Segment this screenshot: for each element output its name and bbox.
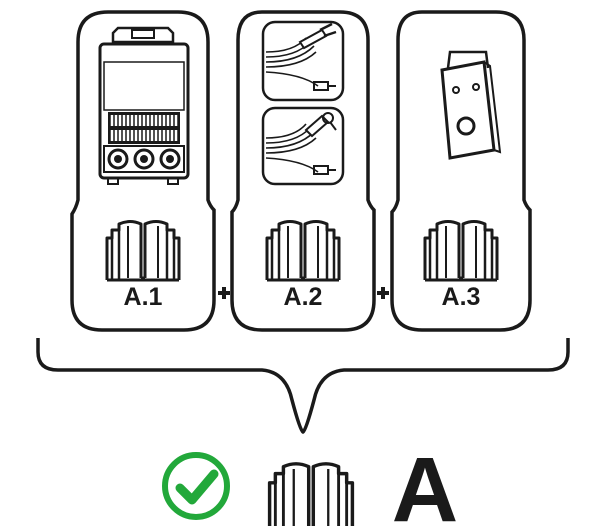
plus-icon xyxy=(377,287,389,299)
grouping-brace xyxy=(36,338,570,434)
electrode-holder-cable-icon xyxy=(261,20,345,102)
result-label: A xyxy=(392,439,458,526)
panel-a2-outline xyxy=(230,10,376,332)
manual-book-icon xyxy=(105,220,181,282)
plus-icon xyxy=(218,287,230,299)
panel-a3-label: A.3 xyxy=(442,283,481,311)
manual-book-icon xyxy=(267,462,355,526)
panel-a1-outline xyxy=(70,10,216,332)
manual-book-icon xyxy=(265,220,341,282)
tig-torch-cable-icon xyxy=(261,106,345,186)
manual-book-icon xyxy=(423,220,499,282)
remote-control-icon xyxy=(440,50,502,160)
panel-a1-label: A.1 xyxy=(124,283,163,311)
panel-a2-label: A.2 xyxy=(284,283,323,311)
check-circle-icon xyxy=(162,452,230,520)
panel-a3-outline xyxy=(390,10,532,332)
welding-machine-icon xyxy=(98,26,190,185)
